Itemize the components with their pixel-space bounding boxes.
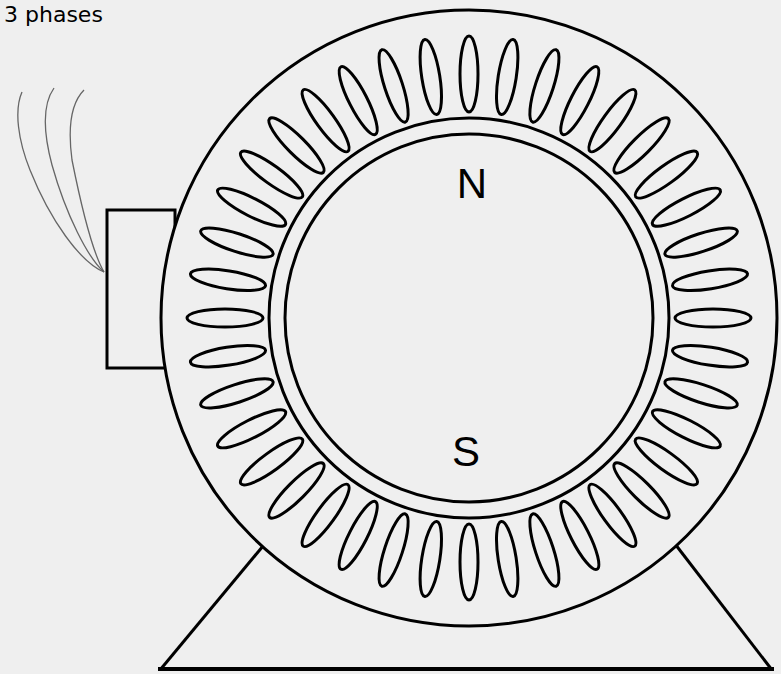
stator-tooth <box>416 38 446 116</box>
stator-tooth <box>333 63 384 139</box>
rotor-circle-shape <box>285 134 653 502</box>
wire <box>18 92 104 272</box>
foot-base <box>158 667 774 671</box>
stator-tooth <box>198 222 276 263</box>
stator-tooth <box>189 265 267 295</box>
wire <box>70 90 104 272</box>
rotor-circle: NS <box>283 132 655 504</box>
wire <box>46 88 105 272</box>
stator-teeth <box>187 36 751 600</box>
stator-tooth <box>492 38 522 116</box>
stator-tooth <box>524 47 565 125</box>
stator-tooth <box>492 520 522 598</box>
stator-tooth <box>189 341 267 371</box>
stator-tooth <box>373 511 414 589</box>
foot-leg <box>672 540 772 670</box>
stator-tooth <box>648 182 724 233</box>
stator-tooth <box>671 265 749 295</box>
pole-label: S <box>452 428 480 476</box>
stator-tooth <box>675 309 751 327</box>
stator-tooth <box>187 309 263 327</box>
foot-leg <box>160 540 268 670</box>
stator-tooth <box>662 222 740 263</box>
stator-tooth <box>662 373 740 414</box>
stator-housing <box>161 10 777 626</box>
stator-tooth <box>671 341 749 371</box>
stator-tooth <box>555 497 606 573</box>
air-gap-circle <box>269 118 669 518</box>
stator-tooth <box>198 373 276 414</box>
supply-label: 3 phases <box>4 2 103 27</box>
stator-tooth <box>416 520 446 598</box>
stator-tooth <box>460 36 478 112</box>
stator-tooth <box>524 511 565 589</box>
pole-label: N <box>457 160 487 208</box>
stator-tooth <box>214 404 290 455</box>
stator-tooth <box>373 47 414 125</box>
stator-tooth <box>460 524 478 600</box>
